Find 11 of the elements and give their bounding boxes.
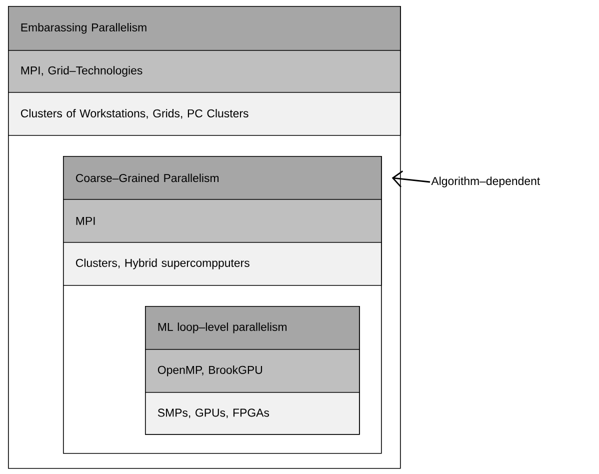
layer-band: Embarassing Parallelism (8, 6, 401, 51)
layer-band: ML loop–level parallelism (145, 306, 360, 350)
layer-band: Coarse–Grained Parallelism (63, 156, 382, 200)
layer-band: SMPs, GPUs, FPGAs (145, 392, 360, 435)
layer-band: Clusters, Hybrid supercompputers (63, 242, 382, 286)
arrow (392, 170, 430, 188)
layer-band: OpenMP, BrookGPU (145, 349, 360, 393)
layer-band: MPI, Grid–Technologies (8, 50, 401, 93)
annotation-text: Algorithm–dependent (431, 176, 540, 188)
layer-band: MPI (63, 198, 382, 243)
layer-band: Clusters of Workstations, Grids, PC Clusters (8, 92, 401, 136)
